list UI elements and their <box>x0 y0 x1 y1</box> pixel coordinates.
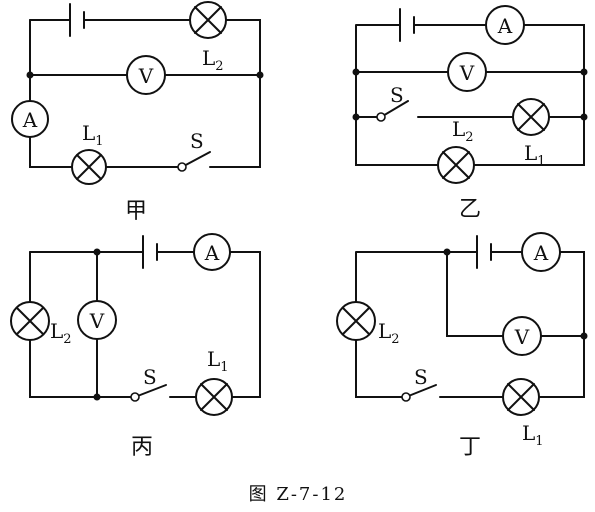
lamp-l2: L2 <box>189 1 227 74</box>
switch: S <box>376 83 409 122</box>
lamp-l2-label: L2 <box>50 319 72 347</box>
circuit-yi: A V S L1 L2 乙 <box>352 5 588 222</box>
lamp-l1-label: L1 <box>522 421 544 449</box>
ammeter-symbol: A <box>497 14 513 38</box>
voltmeter-symbol: V <box>514 325 530 349</box>
wires <box>355 24 585 166</box>
voltmeter: V <box>77 300 117 340</box>
lamp-l2-label: L2 <box>378 319 400 347</box>
circuit-jia: A V L2 L1 S 甲 <box>11 1 264 224</box>
voltmeter-symbol: V <box>89 309 105 333</box>
lamp-l1-label: L1 <box>524 141 546 169</box>
lamp-l1-label: L1 <box>82 121 104 149</box>
switch-label: S <box>190 129 204 153</box>
ammeter-symbol: A <box>22 108 38 132</box>
junction-dots <box>352 68 588 121</box>
switch: S <box>177 129 211 172</box>
battery <box>476 235 492 269</box>
ammeter-symbol: A <box>533 241 549 265</box>
circuit-bing: A L2 V S L1 丙 <box>10 233 261 460</box>
voltmeter: V <box>447 52 487 92</box>
wires <box>29 251 261 398</box>
lamp-l2-label: L2 <box>452 117 474 145</box>
junction-dots <box>26 71 264 79</box>
circuit-ding: A L2 V S L1 丁 <box>336 232 588 460</box>
switch: S <box>401 365 437 402</box>
lamp-l1: L1 <box>195 347 233 416</box>
lamp-l1: L1 <box>512 98 550 169</box>
wires <box>355 251 585 398</box>
junction-dots <box>443 248 588 340</box>
switch-label: S <box>390 83 404 107</box>
ammeter: A <box>193 233 231 271</box>
switch: S <box>130 365 167 402</box>
figure-caption: 图 Z-7-12 <box>249 484 348 505</box>
lamp-l2: L2 <box>10 301 72 347</box>
ammeter: A <box>485 5 525 45</box>
lamp-l2: L2 <box>437 117 475 184</box>
battery <box>399 8 415 42</box>
voltmeter-symbol: V <box>459 61 475 85</box>
caption-ding: 丁 <box>459 435 481 460</box>
voltmeter: V <box>502 316 542 356</box>
wires <box>29 19 261 168</box>
lamp-l1: L1 <box>71 121 107 185</box>
caption-jia: 甲 <box>125 199 147 224</box>
ammeter: A <box>11 100 49 138</box>
lamp-l2-label: L2 <box>202 46 224 74</box>
junction-dots <box>93 248 101 401</box>
battery <box>69 3 85 37</box>
lamp-l2: L2 <box>336 301 400 347</box>
ammeter-symbol: A <box>204 241 220 265</box>
caption-bing: 丙 <box>131 435 153 460</box>
switch-label: S <box>143 365 157 389</box>
ammeter: A <box>521 232 561 272</box>
switch-label: S <box>414 365 428 389</box>
battery <box>142 235 158 269</box>
lamp-l1-label: L1 <box>207 347 229 375</box>
voltmeter-symbol: V <box>138 64 154 88</box>
lamp-l1: L1 <box>502 378 544 449</box>
caption-yi: 乙 <box>459 197 481 222</box>
voltmeter: V <box>126 55 166 95</box>
